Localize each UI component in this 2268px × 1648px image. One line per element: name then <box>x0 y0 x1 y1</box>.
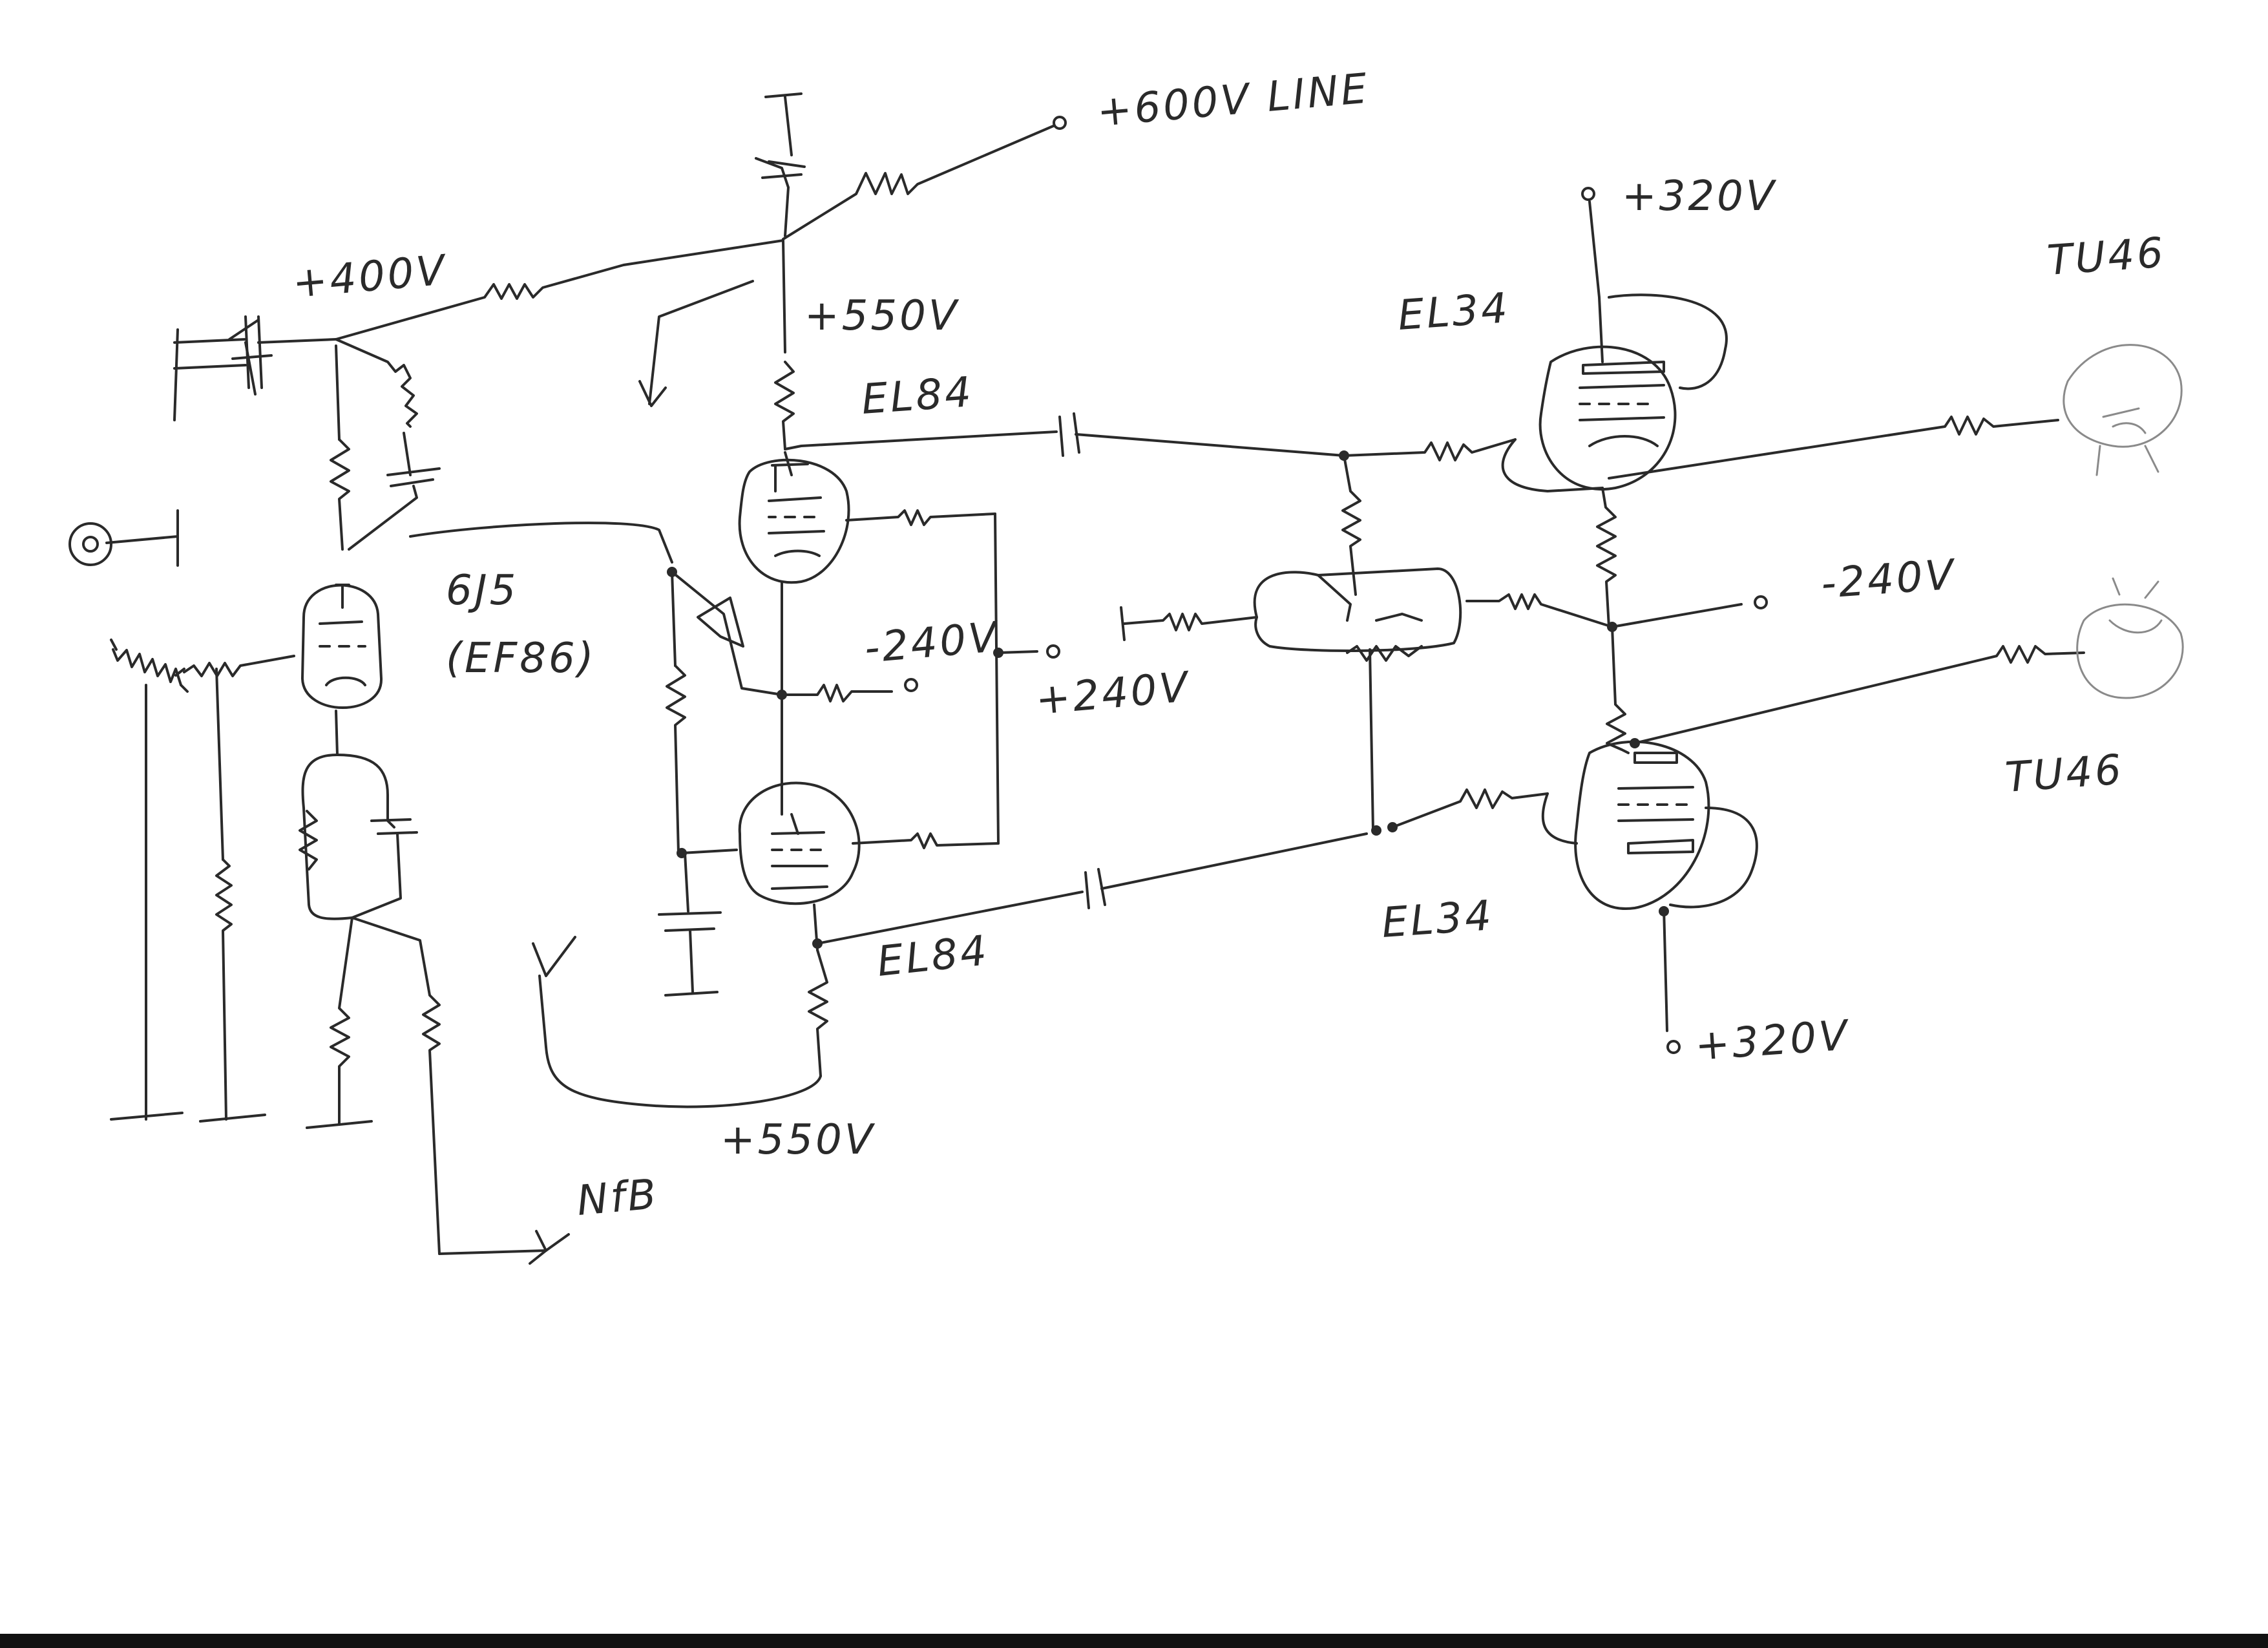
el34-cathode-chain <box>1501 438 1768 754</box>
el34-supply-320v <box>1581 187 1681 1054</box>
label-550v-top: +550V <box>804 292 960 340</box>
label-neg240-right: -240V <box>1820 551 1958 608</box>
grid-resistor-input <box>183 655 295 1123</box>
coupling-cap-bottom <box>816 832 1368 945</box>
el34-top-grid <box>1343 438 1517 461</box>
coupling-network-6j5 <box>335 338 441 551</box>
bias-network <box>1120 450 1613 836</box>
el84-grid-network <box>409 522 783 997</box>
tube-tu46-top <box>2063 344 2183 476</box>
label-tu46-bottom: TU46 <box>2004 746 2125 802</box>
el84-cathode-link <box>777 580 918 816</box>
el34-bottom-grid <box>1391 788 1549 829</box>
el84-bottom-plate-load <box>532 903 828 1108</box>
label-600v-line: +600V LINE <box>1095 65 1372 136</box>
label-el34-top: EL34 <box>1396 284 1511 340</box>
label-el34-bottom: EL34 <box>1380 892 1495 947</box>
label-6j5: 6J5 <box>446 567 518 615</box>
label-320v-bottom: +320V <box>1694 1011 1851 1070</box>
plate-load-6j5 <box>330 344 350 551</box>
tube-6j5-ef86 <box>301 584 383 709</box>
label-400v: +400V <box>291 246 449 308</box>
supply-600v-line <box>782 116 1067 240</box>
label-neg240-mid: -240V <box>863 613 1002 673</box>
volume-potentiometer <box>110 639 189 1121</box>
label-el84-bottom: EL84 <box>875 927 991 986</box>
supply-400v-branch <box>228 239 784 360</box>
top-left-decoupling-cap <box>173 315 337 389</box>
left-filter-cap <box>173 328 257 421</box>
label-320v-top: +320V <box>1622 173 1777 220</box>
el84-plate-supply <box>638 239 795 450</box>
tube-el34-top <box>1538 293 1728 491</box>
input-jack <box>68 509 179 567</box>
top-filter-cap <box>755 92 806 237</box>
label-ef86: (EF86) <box>446 635 596 682</box>
label-pos240: +240V <box>1034 663 1192 724</box>
coupling-cap-top <box>784 412 1345 457</box>
output-line-bottom <box>1633 645 2085 745</box>
label-550v-bottom: +550V <box>720 1116 876 1164</box>
output-line-top <box>1608 416 2059 480</box>
label-el84-top: EL84 <box>860 368 975 424</box>
nfb-arrow <box>529 1230 570 1265</box>
tube-el84-top <box>738 451 850 584</box>
tube-tu46-bottom <box>2076 577 2184 699</box>
scan-edge-bar <box>0 1634 2268 1648</box>
tube-el84-bottom <box>738 781 861 905</box>
tube-el34-bottom <box>1541 740 1758 911</box>
cathode-network-6j5 <box>299 710 547 1255</box>
el84-screen-network <box>845 509 1060 849</box>
label-tu46-top: TU46 <box>2046 229 2167 285</box>
label-nfb: NfB <box>575 1170 660 1225</box>
